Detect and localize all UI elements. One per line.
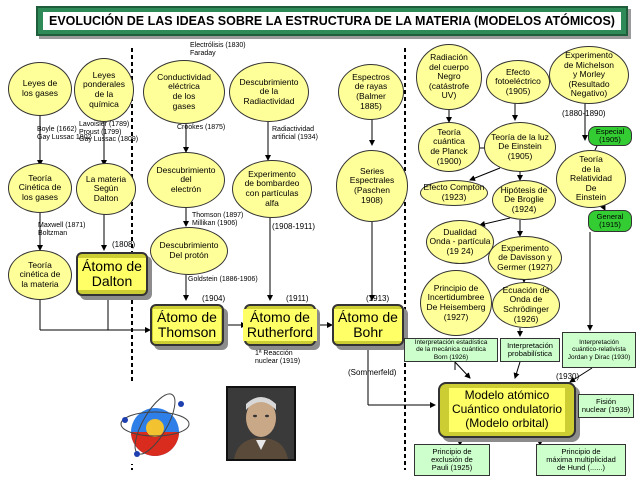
atom-thomson: Átomo de Thomson <box>150 304 224 346</box>
label-goldstein: Goldstein (1886-1906) <box>188 276 258 283</box>
atom-bohr: Átomo de Bohr <box>332 304 404 346</box>
label-sommerfeld: (Sommerfeld) <box>348 368 397 377</box>
oval-teoria-cinetica: Teoría Cinética de los gases <box>8 163 72 213</box>
scientist-portrait <box>226 386 296 461</box>
box-relatividad-general: General (1915) <box>588 210 632 232</box>
oval-descubrimiento-radiactividad: Descubrimiento de la Radiactividad <box>229 62 309 122</box>
atom-bohr-label: Átomo de Bohr <box>334 309 402 341</box>
year-rutherford: (1911) <box>286 294 309 303</box>
label-thomson-millikan: Thomson (1897) Millikan (1906) <box>192 212 244 227</box>
oval-davisson-germer: Experimento de Davisson y Germer (1927) <box>488 236 562 280</box>
oval-descubrimiento-electron: Descubrimiento del electrón <box>147 152 225 208</box>
oval-conductividad: Conductividad eléctrica de los gases <box>143 60 225 124</box>
label-michelson-years: (1880-1890) <box>562 109 606 118</box>
year-bohr: (1913) <box>366 294 390 303</box>
label-crookes: Crookes (1875) <box>177 124 226 131</box>
oval-espectros-rayas: Espectros de rayas (Balmer 1885) <box>338 64 404 120</box>
box-interpretacion-probabilistica: Interpretación probabilística <box>500 338 560 362</box>
label-reaccion-nuclear: 1ª Reacción nuclear (1919) <box>255 350 301 365</box>
oval-teoria-planck: Teoría cuántica de Planck (1900) <box>418 122 480 172</box>
label-lavoisier: Lavoisier (1789) Proust (1799) Gay Lussa… <box>79 121 139 144</box>
label-maxwell: Maxwell (1871) Boltzman <box>38 222 86 237</box>
oval-experimento-bombardeo: Experimento de bombardeo con partículas … <box>232 160 312 218</box>
atom-model-image <box>115 384 195 464</box>
label-radiactividad-artificial: Radiactividad artificial (1934) <box>272 126 318 141</box>
page-title: EVOLUCIÓN DE LAS IDEAS SOBRE LA ESTRUCTU… <box>36 6 628 36</box>
oval-dualidad: Dualidad Onda - partícula (19 24) <box>426 220 494 264</box>
year-thomson: (1904) <box>202 294 226 303</box>
label-boyle: Boyle (1662) Gay Lussac 1802 <box>37 126 92 141</box>
oval-materia-dalton: La materia Según Dalton <box>76 163 136 215</box>
box-hund: Principio de máxima multiplicidad de Hun… <box>536 444 626 476</box>
atom-rutherford: Átomo de Rutherford <box>242 304 318 346</box>
year-bombardeo: (1908-1911) <box>272 222 315 231</box>
atom-dalton-label: Átomo de Dalton <box>78 258 146 290</box>
box-relatividad-especial: Especial (1905) <box>588 126 632 146</box>
final-model-box: Modelo atómico Cuántico ondulatorio (Mod… <box>438 382 576 438</box>
oval-teoria-luz-einstein: Teoría de la luz De Einstein (1905) <box>484 122 556 172</box>
oval-efecto-compton: Efecto Compton (1923) <box>420 180 488 206</box>
oval-incertidumbre: Principio de Incertidumbree De Heisember… <box>420 270 492 336</box>
label-electrolisis: Electrólisis (1830) Faraday <box>190 42 246 57</box>
atom-dalton: Átomo de Dalton <box>76 252 148 296</box>
oval-radiacion-cuerpo-negro: Radiación del cuerpo Negro (catástrofe U… <box>416 44 482 110</box>
oval-hipotesis-broglie: Hipótesis de De Broglie (1924) <box>492 180 556 220</box>
oval-ecuacion-schrodinger: Ecuación de Onda de Schrödinger (1926) <box>492 282 560 328</box>
year-final: (1930) <box>556 372 580 381</box>
oval-leyes-ponderales: Leyes ponderales de la química <box>74 58 134 122</box>
oval-leyes-gases: Leyes de los gases <box>8 62 72 116</box>
title-text: EVOLUCIÓN DE LAS IDEAS SOBRE LA ESTRUCTU… <box>43 12 621 30</box>
oval-teoria-cinetica-materia: Teoría cinética de la materia <box>8 250 72 300</box>
oval-descubrimiento-proton: Descubrimiento Del protón <box>150 227 228 275</box>
box-interpretacion-born: Interpretación estadística de la mecánic… <box>404 338 498 362</box>
atom-rutherford-label: Átomo de Rutherford <box>242 309 318 341</box>
year-dalton: (1808) <box>112 240 136 249</box>
oval-teoria-relatividad: Teoría de la Relatividad De Einstein <box>556 150 626 208</box>
oval-michelson-morley: Experimento de Michelson y Morley (Resul… <box>549 46 629 104</box>
box-pauli: Principio de exclusión de Pauli (1925) <box>414 444 490 476</box>
oval-series-espectrales: Series Espectrales (Paschen 1908) <box>336 150 408 222</box>
box-interpretacion-dirac: Interpretación cuántico-relativista Jord… <box>562 332 636 368</box>
final-model-label: Modelo atómico Cuántico ondulatorio (Mod… <box>448 388 566 432</box>
atom-thomson-label: Átomo de Thomson <box>153 309 221 341</box>
box-fision-nuclear: Fisión nuclear (1939) <box>578 394 634 418</box>
oval-efecto-fotoelectrico: Efecto fotoeléctrico (1905) <box>486 60 550 104</box>
